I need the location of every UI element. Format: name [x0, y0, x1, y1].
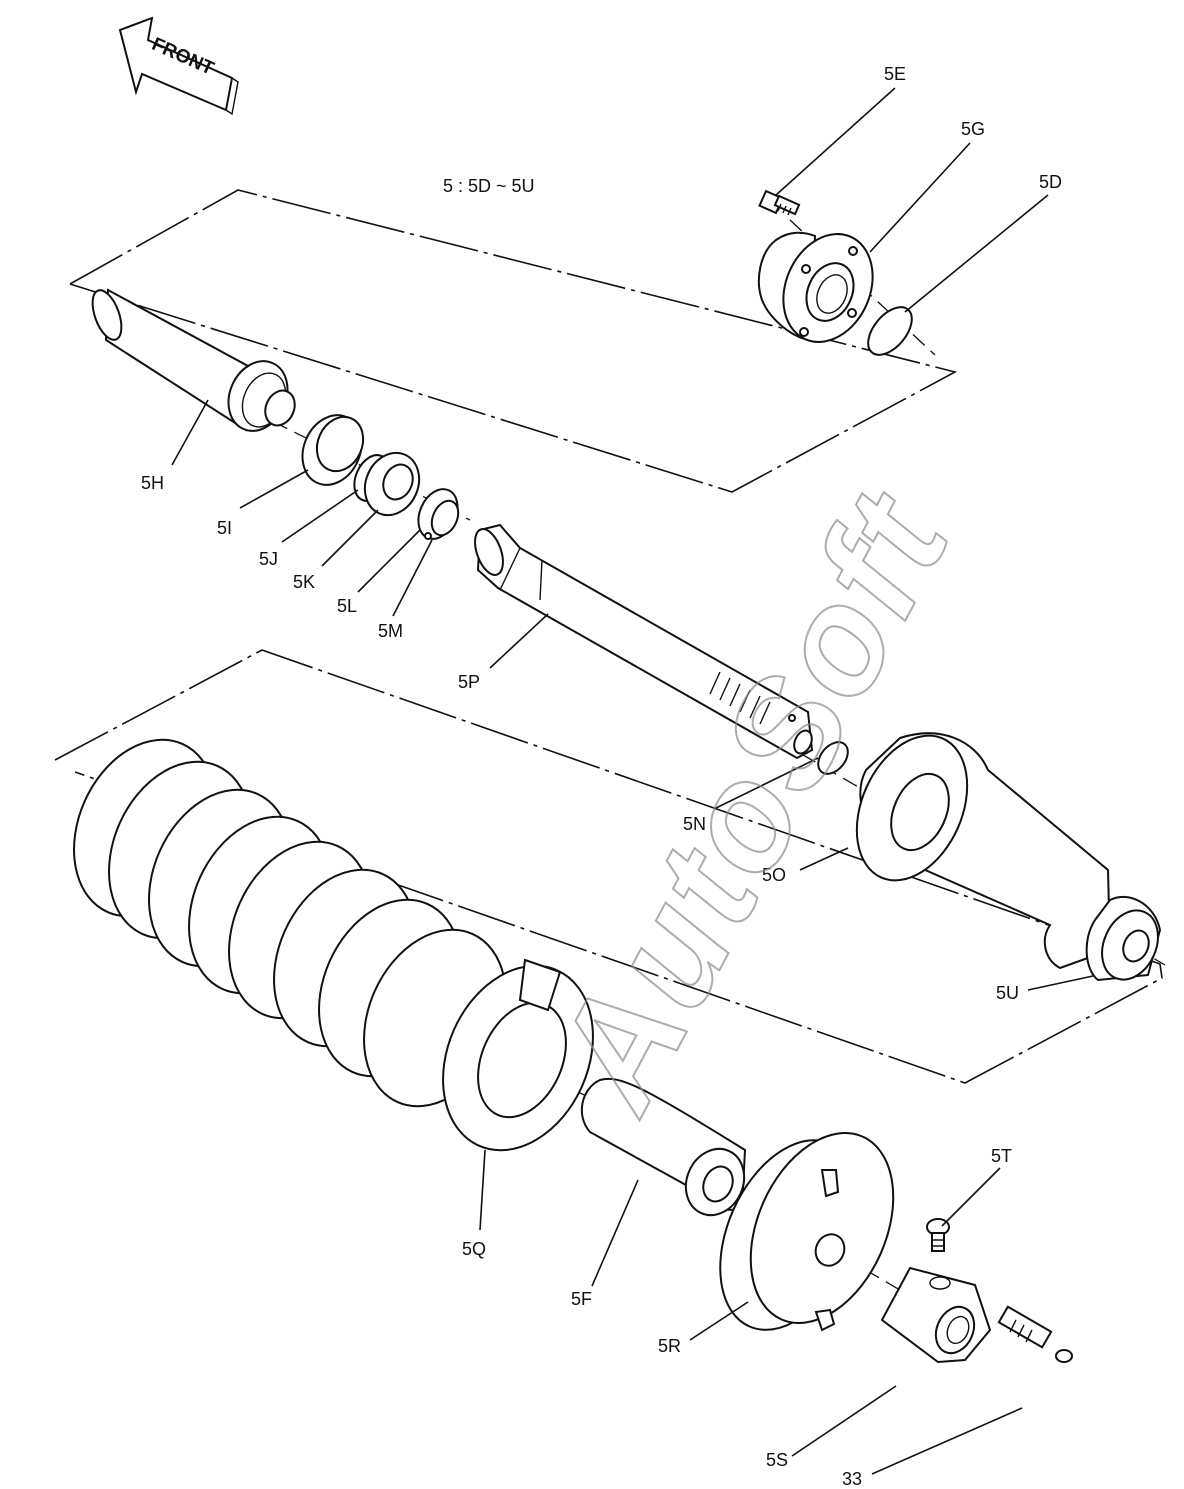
callout-5s: 5S: [766, 1450, 788, 1470]
upper-frame: [69, 189, 958, 493]
group-note: 5 : 5D ~ 5U: [443, 176, 535, 196]
callout-5h: 5H: [141, 473, 164, 493]
callout-33: 33: [842, 1469, 862, 1489]
callouts: 5E 5G 5D 5H 5I 5J 5K 5L 5M 5P 5N 5O 5U 5…: [141, 64, 1062, 1489]
tube-5o: [855, 732, 1112, 970]
block-5s: [880, 1266, 992, 1364]
leader-lines: [171, 87, 1094, 1475]
plate-5r: [719, 1132, 895, 1332]
flange-5g: [757, 231, 874, 343]
bolt-5e: [758, 189, 801, 216]
split-ring-5i: [301, 414, 365, 486]
callout-5t: 5T: [991, 1146, 1012, 1166]
callout-5f: 5F: [571, 1289, 592, 1309]
callout-5g: 5G: [961, 119, 985, 139]
front-arrow: FRONT: [118, 16, 239, 116]
ring-5n: [817, 741, 849, 775]
bushing-5u: [1085, 895, 1162, 982]
pin-5m: [424, 499, 460, 540]
spring-5q: [73, 738, 594, 1152]
callout-5q: 5Q: [462, 1239, 486, 1259]
callout-5r: 5R: [658, 1336, 681, 1356]
spacer-5f: [580, 1077, 747, 1217]
callout-5o: 5O: [762, 865, 786, 885]
fitting-5t: [926, 1218, 950, 1252]
grease-fitting-33: [997, 1305, 1073, 1363]
callout-5d: 5D: [1039, 172, 1062, 192]
callout-5j: 5J: [259, 549, 278, 569]
callout-5m: 5M: [378, 621, 403, 641]
collar-5k: [363, 451, 421, 517]
callout-5k: 5K: [293, 572, 315, 592]
callout-5u: 5U: [996, 983, 1019, 1003]
rod-5p: [474, 523, 814, 760]
callout-5p: 5P: [458, 672, 480, 692]
snap-ring-5d: [867, 306, 913, 356]
cylinder-5h: [91, 288, 296, 432]
callout-5i: 5I: [217, 518, 232, 538]
lower-frame: [54, 649, 1163, 1084]
callout-5n: 5N: [683, 814, 706, 834]
callout-5l: 5L: [337, 596, 357, 616]
callout-5e: 5E: [884, 64, 906, 84]
